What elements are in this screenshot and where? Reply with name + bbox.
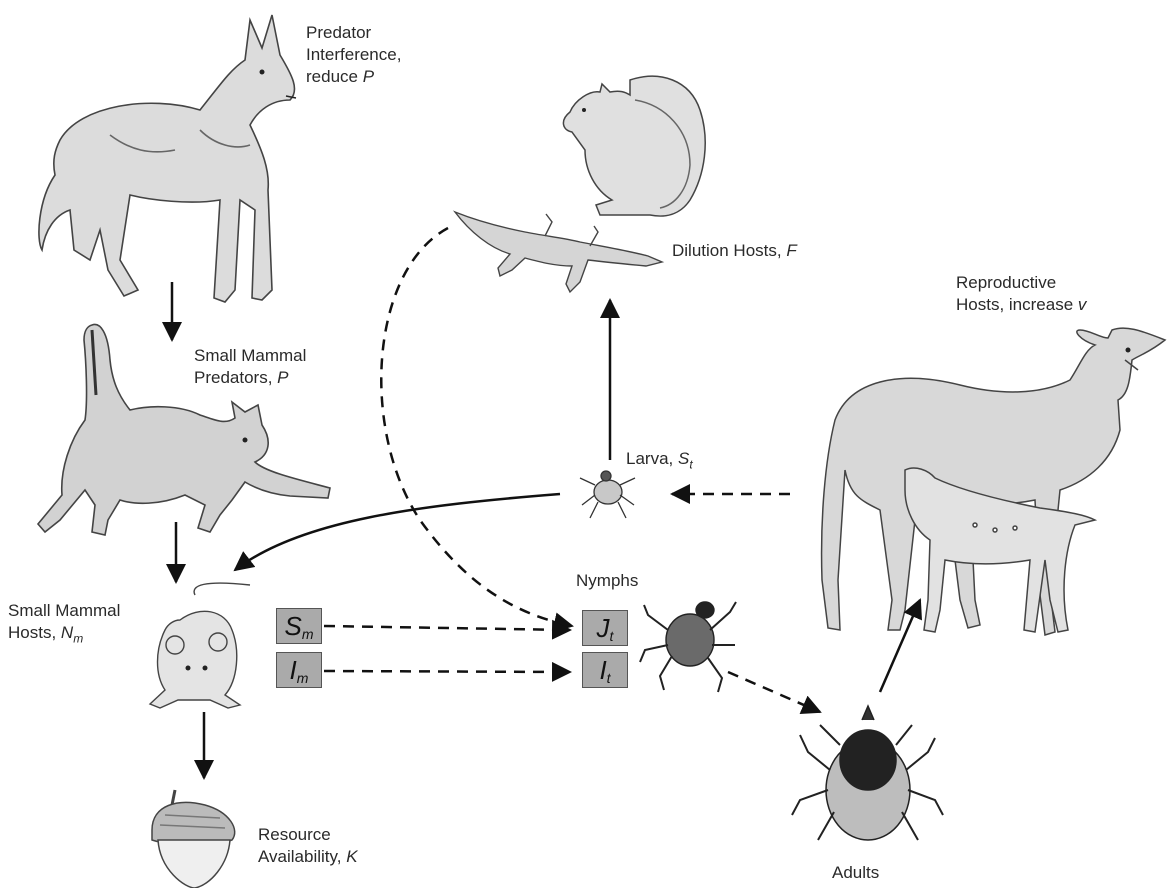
box-s-m: Sm bbox=[276, 608, 322, 644]
label-line: Hosts, Nm bbox=[8, 622, 120, 649]
box-subscript: m bbox=[302, 626, 314, 642]
label-variable: P bbox=[277, 368, 288, 387]
box-subscript: m bbox=[297, 670, 309, 686]
box-subscript: t bbox=[610, 628, 614, 644]
box-variable: I bbox=[599, 655, 606, 685]
label-line: Reproductive bbox=[956, 272, 1086, 294]
label-predator-interference: Predator Interference, reduce P bbox=[306, 22, 401, 88]
label-line: Interference, bbox=[306, 44, 401, 66]
box-j-t: Jt bbox=[582, 610, 628, 646]
label-reproductive-hosts: Reproductive Hosts, increase v bbox=[956, 272, 1086, 316]
label-line: Small Mammal bbox=[194, 345, 306, 367]
box-i-t: It bbox=[582, 652, 628, 688]
label-small-mammal-hosts: Small Mammal Hosts, Nm bbox=[8, 600, 120, 649]
label-larva: Larva, St bbox=[626, 448, 693, 475]
label-resource-availability: Resource Availability, K bbox=[258, 824, 358, 868]
dashed-arrow-dilution-to-nymph bbox=[381, 228, 572, 626]
dashed-arrow-sm-to-jt bbox=[324, 626, 570, 630]
label-text: Hosts, bbox=[8, 623, 61, 642]
label-line: Availability, K bbox=[258, 846, 358, 868]
label-variable: K bbox=[346, 847, 357, 866]
box-variable: I bbox=[290, 655, 297, 685]
dashed-arrow-nymph-to-adults bbox=[728, 672, 820, 712]
label-variable: v bbox=[1078, 295, 1087, 314]
box-i-m: Im bbox=[276, 652, 322, 688]
label-dilution-hosts: Dilution Hosts, F bbox=[672, 240, 797, 262]
box-variable: J bbox=[597, 613, 610, 643]
label-line: reduce P bbox=[306, 66, 401, 88]
label-line: Predator bbox=[306, 22, 401, 44]
label-line: Resource bbox=[258, 824, 358, 846]
label-variable: N bbox=[61, 623, 73, 642]
label-small-mammal-predators: Small Mammal Predators, P bbox=[194, 345, 306, 389]
label-text: Dilution Hosts, bbox=[672, 241, 786, 260]
label-line: Hosts, increase v bbox=[956, 294, 1086, 316]
label-text: reduce bbox=[306, 67, 363, 86]
label-subscript: m bbox=[73, 631, 83, 645]
label-text: Larva, bbox=[626, 449, 678, 468]
box-subscript: t bbox=[607, 670, 611, 686]
arrow-larva-to-mouse bbox=[235, 494, 560, 570]
label-subscript: t bbox=[689, 457, 692, 471]
label-nymphs: Nymphs bbox=[576, 570, 638, 592]
label-variable: S bbox=[678, 449, 689, 468]
label-variable: P bbox=[363, 67, 374, 86]
label-line: Predators, P bbox=[194, 367, 306, 389]
label-line: Small Mammal bbox=[8, 600, 120, 622]
label-text: Hosts, increase bbox=[956, 295, 1078, 314]
label-variable: F bbox=[786, 241, 796, 260]
label-adults: Adults bbox=[832, 862, 879, 884]
dashed-arrow-im-to-it bbox=[324, 671, 570, 672]
label-text: Availability, bbox=[258, 847, 346, 866]
box-variable: S bbox=[284, 611, 301, 641]
label-text: Predators, bbox=[194, 368, 277, 387]
arrow-adults-to-deer bbox=[880, 600, 920, 692]
